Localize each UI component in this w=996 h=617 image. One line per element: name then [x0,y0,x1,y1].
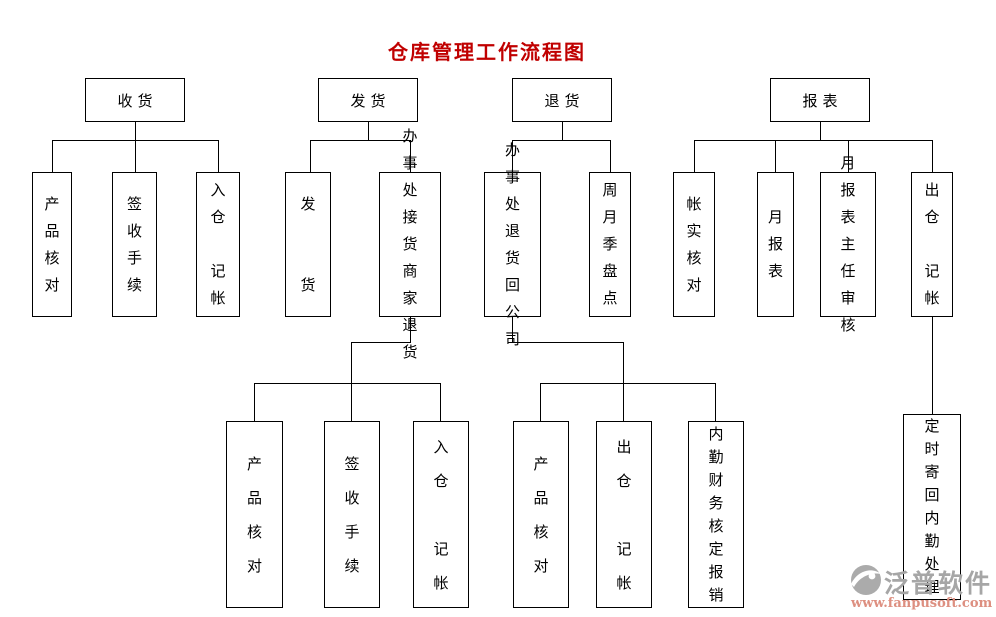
node-return-finance: 内 勤 财 务 核 定 报 销 [688,421,744,608]
connector-ship-rail [310,140,410,141]
node-ship-check: 产 品 核 对 [226,421,283,608]
node-report-monthly-label: 月 报 表 [767,208,783,280]
connector-drop [715,383,716,421]
node-report-review: 月报 表主 任审 核 [820,154,876,334]
connector-drop [775,140,776,172]
connector-drop [440,383,441,421]
node-receive-book: 入 仓 记 帐 [196,172,240,317]
connector-return-office-jog [512,342,624,343]
connector-drop [410,140,411,172]
connector-drop [512,140,513,172]
node-ship-office-label: 办事 处接 货商 家退 货 [402,127,431,361]
node-report-label: 报表 [802,91,843,110]
connector-ship-stub [368,122,369,140]
node-report-verify: 帐 实 核 对 [673,172,715,317]
node-ship-sign-label: 签 收 手 续 [344,454,360,575]
node-receive-check: 产 品 核 对 [32,172,72,317]
node-ship-label: 发货 [350,91,391,110]
connector-ship-office-trunk [351,342,352,421]
connector-drop [848,140,849,172]
connector-return-rail [512,140,610,141]
node-report-mail-label: 定 时 寄 回 内 勤 处 理 [924,417,940,596]
node-return-finance-label: 内 勤 财 务 核 定 报 销 [708,424,724,604]
node-ship-out-label: 发 货 [300,194,316,294]
node-ship: 发货 [318,78,418,122]
connector-ship-office-jog [351,342,411,343]
watermark-brand-text: 泛普软件 [884,569,993,598]
connector-drop [694,140,695,172]
node-report-book: 出 仓 记 帐 [911,172,953,317]
node-return-count: 周 月 季 盘 点 [589,172,631,317]
connector-return-office-stub [512,317,513,343]
node-return: 退货 [512,78,612,122]
node-ship-check-label: 产 品 核 对 [246,454,262,575]
node-return-check-label: 产 品 核 对 [533,454,549,575]
node-ship-sign: 签 收 手 续 [324,421,380,608]
node-receive-check-label: 产 品 核 对 [44,194,60,294]
connector-report-mail-line [932,317,933,414]
node-return-office: 办事 处退 货回 公司 [484,141,541,348]
connector-ship-office-stub [410,317,411,343]
fanpu-logo-icon [848,562,884,602]
connector-drop [218,140,219,172]
node-ship-office: 办事 处接 货商 家退 货 [379,127,441,361]
node-report: 报表 [770,78,870,122]
node-report-book-label: 出 仓 记 帐 [924,181,940,307]
page-title: 仓库管理工作流程图 [388,40,586,64]
connector-drop [254,383,255,421]
node-report-review-label: 月报 表主 任审 核 [840,154,869,334]
node-ship-book-label: 入 仓 记 帐 [433,437,449,592]
node-report-monthly: 月 报 表 [757,172,794,317]
node-ship-out: 发 货 [285,172,331,317]
node-receive-book-label: 入 仓 记 帐 [210,181,226,307]
connector-return-office-trunk [623,342,624,421]
node-return-out: 出 仓 记 帐 [596,421,652,608]
node-receive-sign-label: 签 收 手 续 [126,194,142,294]
node-report-verify-label: 帐 实 核 对 [686,194,702,294]
node-report-mail: 定 时 寄 回 内 勤 处 理 [903,414,961,600]
node-ship-book: 入 仓 记 帐 [413,421,469,608]
node-receive: 收货 [85,78,185,122]
connector-drop [540,383,541,421]
node-return-count-label: 周 月 季 盘 点 [602,181,618,307]
node-return-office-label: 办事 处退 货回 公司 [504,140,533,348]
connector-report-rail [694,140,932,141]
node-receive-sign: 签 收 手 续 [112,172,157,317]
connector-drop [932,140,933,172]
connector-drop [52,140,53,172]
node-return-out-label: 出 仓 记 帐 [616,437,632,592]
connector-receive-stub [135,122,136,140]
node-return-label: 退货 [544,91,585,110]
connector-drop [135,140,136,172]
connector-report-stub [820,122,821,140]
connector-return-stub [562,122,563,140]
node-receive-label: 收货 [117,91,158,110]
connector-drop [610,140,611,172]
connector-return-office-rail [540,383,716,384]
watermark-url-text: www.fanpusoft.com [851,596,993,611]
node-return-check: 产 品 核 对 [513,421,569,608]
connector-ship-office-rail [254,383,440,384]
connector-drop [310,140,311,172]
